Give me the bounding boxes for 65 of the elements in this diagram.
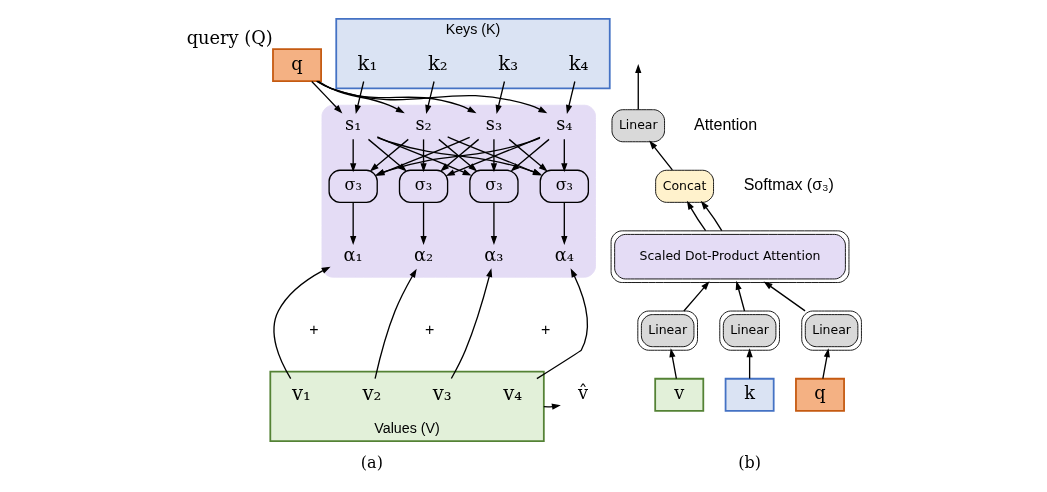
label: + bbox=[424, 319, 434, 338]
arrow bbox=[490, 201, 497, 245]
label: (b) bbox=[737, 453, 761, 473]
arrow bbox=[310, 80, 342, 114]
node-text: s₄ bbox=[555, 113, 572, 135]
arrow bbox=[560, 138, 567, 173]
arrow bbox=[560, 201, 567, 245]
node-text: k₂ bbox=[427, 52, 448, 76]
label: (a) bbox=[360, 453, 383, 473]
arrow bbox=[700, 200, 722, 232]
arrow bbox=[648, 140, 673, 171]
node-box: q bbox=[794, 377, 845, 412]
arrow bbox=[490, 138, 497, 173]
arrow bbox=[272, 266, 331, 380]
arrow bbox=[495, 80, 505, 115]
node-box: q bbox=[271, 48, 322, 83]
node-box: v bbox=[653, 377, 704, 412]
label: + bbox=[308, 319, 319, 338]
node-text: s₃ bbox=[485, 113, 502, 135]
node-text: k₄ bbox=[568, 52, 588, 76]
node-text: v₃ bbox=[432, 381, 452, 405]
arrow bbox=[450, 268, 492, 380]
arrow bbox=[315, 80, 476, 114]
node-text: s₁ bbox=[344, 113, 361, 135]
node-box: σ₃ bbox=[398, 169, 448, 203]
node-text: α₂ bbox=[413, 244, 433, 266]
node-text: v₄ bbox=[502, 381, 522, 405]
node-label: query (Q) bbox=[186, 26, 273, 48]
node-text: v̂ bbox=[577, 382, 588, 404]
arrow bbox=[746, 348, 753, 380]
node-text: k₁ bbox=[357, 52, 377, 76]
arrow bbox=[565, 80, 575, 115]
node-box: σ₃ bbox=[468, 169, 519, 203]
node-text: α₁ bbox=[343, 244, 363, 266]
arrow bbox=[535, 268, 588, 380]
node-text: v₁ bbox=[291, 381, 311, 405]
node-box: σ₃ bbox=[539, 169, 589, 203]
label: + bbox=[540, 319, 550, 338]
arrow bbox=[424, 80, 435, 115]
arrow bbox=[354, 80, 364, 115]
arrow bbox=[763, 281, 806, 312]
arrow bbox=[682, 281, 710, 312]
arrow bbox=[686, 200, 706, 232]
node-box: σ₃ bbox=[327, 169, 378, 203]
arrow bbox=[735, 280, 745, 312]
label: Softmax (σ₃) bbox=[743, 175, 834, 194]
node-text: α₃ bbox=[483, 244, 504, 266]
node-text: v₂ bbox=[361, 381, 381, 405]
label: Attention bbox=[693, 114, 757, 133]
arrow bbox=[373, 268, 417, 380]
node-text: α₄ bbox=[554, 244, 574, 266]
arrow bbox=[349, 201, 356, 245]
arrow bbox=[317, 80, 405, 114]
arrow bbox=[634, 64, 641, 111]
node-box: Concat bbox=[654, 169, 714, 203]
arrow bbox=[821, 348, 830, 380]
arrow bbox=[349, 138, 356, 173]
arrow bbox=[668, 348, 677, 380]
node-box: Linear bbox=[611, 109, 665, 143]
node-box: k bbox=[724, 377, 775, 412]
arrow bbox=[315, 80, 547, 114]
arrow bbox=[419, 138, 427, 173]
node-text: k₃ bbox=[497, 52, 518, 76]
arrow bbox=[419, 201, 427, 245]
node-text: s₂ bbox=[414, 113, 432, 135]
